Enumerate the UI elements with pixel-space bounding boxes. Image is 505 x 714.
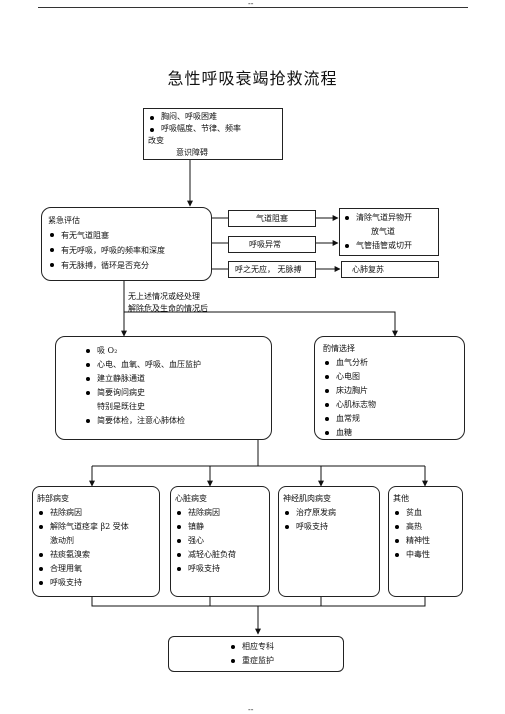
care-box: 吸 O₂ 心电、血氧、呼吸、血压监护 建立静脉通道 简要询问病史 特别是既往史 … [55, 336, 272, 440]
lung-item: 解除气道痉挛 β2 受体 [37, 520, 155, 534]
care-item: 心电、血氧、呼吸、血压监护 [84, 358, 263, 372]
page-title: 急性呼吸衰竭抢救流程 [167, 69, 338, 88]
condition-label: 无上述情况或经处理 [128, 292, 200, 301]
other-item: 贫血 [393, 506, 458, 520]
final-box: 相应专科 重症监护 [168, 636, 344, 672]
symptom-item: 意识障碍 [176, 148, 208, 157]
care-cont: 特别是既往史 [97, 402, 145, 411]
final-item: 重症监护 [229, 654, 343, 668]
header-rule [38, 7, 468, 8]
assess-item: 有无气道阻塞 [48, 228, 205, 243]
optional-item: 心肌标志物 [323, 398, 456, 412]
heart-item: 强心 [175, 534, 265, 548]
assess-item: 有无呼吸，呼吸的频率和深度 [48, 243, 205, 258]
neuro-title: 神经肌肉病变 [283, 494, 331, 503]
neuro-disease-box: 神经肌肉病变 治疗原发病 呼吸支持 [278, 486, 380, 597]
line-merge [91, 596, 426, 607]
lung-item: 祛痰氨溴索 [37, 548, 155, 562]
optional-item: 床边胸片 [323, 384, 456, 398]
action-cont: 放气道 [371, 227, 395, 236]
symptom-cont: 改变 [148, 136, 164, 145]
lung-item: 合理用氧 [37, 562, 155, 576]
action-item: 气管插管或切开 [343, 239, 435, 253]
heart-item: 减轻心脏负荷 [175, 548, 265, 562]
header-mark: -- [248, 0, 254, 8]
assess-item: 有无脉搏，循环是否充分 [48, 258, 205, 273]
other-disease-box: 其他 贫血 高热 精神性 中毒性 [388, 486, 463, 597]
optional-item: 血糖 [323, 426, 456, 440]
neuro-item: 呼吸支持 [283, 520, 375, 534]
optional-item: 血常规 [323, 412, 456, 426]
abnormal-breathing-box: 呼吸异常 [228, 236, 316, 253]
footer-mark: -- [248, 705, 254, 714]
optional-item: 血气分析 [323, 356, 456, 370]
care-item: 吸 O₂ [84, 344, 263, 358]
other-item: 精神性 [393, 534, 458, 548]
lung-item: 祛除病因 [37, 506, 155, 520]
symptom-item: 呼吸幅度、节律、频率 [148, 123, 278, 135]
heart-item: 呼吸支持 [175, 562, 265, 576]
assess-title: 紧急评估 [48, 216, 80, 225]
optional-item: 心电图 [323, 370, 456, 384]
heart-item: 祛除病因 [175, 506, 265, 520]
lung-cont: 激动剂 [50, 536, 74, 545]
airway-action-box: 清除气道异物开 放气道 气管插管或切开 [339, 208, 439, 256]
arrow-to-optional [124, 311, 398, 337]
heart-item: 镇静 [175, 520, 265, 534]
symptom-item: 胸闷、呼吸困难 [148, 111, 278, 123]
other-title: 其他 [393, 494, 409, 503]
care-item: 简要询问病史 [84, 386, 263, 400]
cpr-box: 心肺复苏 [341, 261, 439, 278]
other-item: 高热 [393, 520, 458, 534]
action-item: 清除气道异物开 [343, 211, 435, 225]
lung-disease-box: 肺部病变 祛除病因 解除气道痉挛 β2 受体 激动剂 祛痰氨溴索 合理用氧 呼吸… [32, 486, 160, 597]
care-item: 简要体检，注意心肺体检 [84, 414, 263, 428]
airway-obstruction-box: 气道阻塞 [228, 210, 316, 227]
condition-label: 解除危及生命的情况后 [128, 304, 208, 313]
neuro-item: 治疗原发病 [283, 506, 375, 520]
care-item: 建立静脉通道 [84, 372, 263, 386]
lung-item: 呼吸支持 [37, 576, 155, 590]
heart-title: 心脏病变 [175, 494, 207, 503]
optional-title: 酌情选择 [323, 344, 355, 353]
other-item: 中毒性 [393, 548, 458, 562]
symptoms-box: 胸闷、呼吸困难 呼吸幅度、节律、频率 改变 意识障碍 [143, 108, 283, 160]
final-item: 相应专科 [229, 640, 343, 654]
lung-title: 肺部病变 [37, 494, 69, 503]
no-pulse-box: 呼之无应， 无脉搏 [228, 261, 316, 278]
heart-disease-box: 心脏病变 祛除病因 镇静 强心 减轻心脏负荷 呼吸支持 [170, 486, 270, 597]
optional-box: 酌情选择 血气分析 心电图 床边胸片 心肌标志物 血常规 血糖 [314, 336, 465, 440]
assess-box: 紧急评估 有无气道阻塞 有无呼吸，呼吸的频率和深度 有无脉搏，循环是否充分 [41, 207, 212, 281]
